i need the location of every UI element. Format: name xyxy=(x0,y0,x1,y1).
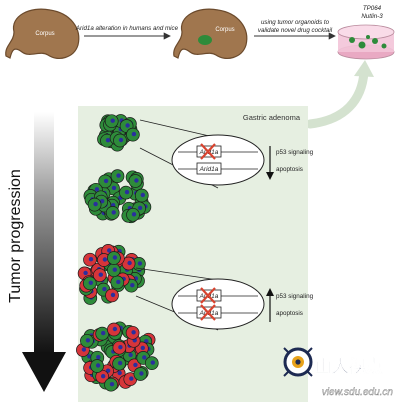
zoom-line xyxy=(135,267,219,281)
cell-cluster-4 xyxy=(76,321,159,392)
cell-nucleus xyxy=(140,192,145,198)
cell-nucleus xyxy=(134,178,139,183)
watermark-url: view.sdu.edu.cn xyxy=(322,387,394,398)
cell-nucleus xyxy=(102,257,108,262)
watermark-chinese: 山大视点 xyxy=(315,356,383,376)
cell-nucleus xyxy=(111,210,116,215)
stomach-label-1: Corpus xyxy=(35,31,54,37)
cell-cluster-3 xyxy=(77,244,146,305)
cell-nucleus xyxy=(96,355,101,360)
lower-effect-1: p53 signaling xyxy=(276,293,314,300)
drug-label-1: TP064 xyxy=(363,5,382,12)
top-arrow-2-label-line2: validate novel drug cocktail xyxy=(258,27,333,34)
cell-nucleus xyxy=(131,131,137,137)
cell-nucleus xyxy=(117,360,123,366)
cell-nucleus xyxy=(103,178,109,184)
lower-inset xyxy=(171,278,265,330)
tumor-progression-arrow xyxy=(22,112,66,392)
panel-title: Gastric adenoma xyxy=(243,113,301,122)
top-arrow-1-label: Arid1a alteration in humans and mice xyxy=(75,25,179,32)
cell-nucleus xyxy=(95,363,101,368)
cell-nucleus xyxy=(133,362,138,368)
stomach-label-2: Corpus xyxy=(215,27,234,33)
tumor-region xyxy=(198,35,212,45)
cell-nucleus xyxy=(110,118,115,123)
cell-nucleus xyxy=(130,283,135,288)
upper-effect-2: apoptosis xyxy=(276,166,303,173)
tumor-progression-label: Tumor progression xyxy=(7,169,24,303)
cell-nucleus xyxy=(88,280,94,285)
cell-nucleus xyxy=(131,330,136,335)
curved-return-arrow xyxy=(305,67,369,129)
upper-effect-1: p53 signaling xyxy=(276,149,314,156)
cell-nucleus xyxy=(112,255,118,260)
cell-nucleus xyxy=(85,338,91,343)
cell-nucleus xyxy=(150,360,155,365)
cell-nucleus xyxy=(94,187,100,192)
upper-inset-gene-2: Arid1a xyxy=(199,166,219,173)
cell-nucleus xyxy=(142,355,147,360)
cell-nucleus xyxy=(110,292,116,298)
cell-nucleus xyxy=(137,205,143,211)
cell-nucleus xyxy=(118,345,123,350)
cell-nucleus xyxy=(81,347,87,352)
cell-nucleus xyxy=(128,352,133,358)
cell-nucleus xyxy=(83,270,88,276)
lower-effect-2: apoptosis xyxy=(276,310,303,317)
cell-nucleus xyxy=(116,173,121,178)
cell-nucleus xyxy=(144,339,149,344)
cell-nucleus xyxy=(125,123,130,128)
cell-nucleus xyxy=(116,279,121,285)
cell-nucleus xyxy=(131,212,137,217)
zoom-line xyxy=(139,119,219,139)
cell-nucleus xyxy=(140,345,145,351)
watermark-logo xyxy=(283,347,313,377)
lower-inset-x-mark-2 xyxy=(200,304,216,321)
top-arrow-2-label-line1: using tumor organoids to xyxy=(261,19,330,26)
cell-nucleus xyxy=(100,199,105,204)
cell-nucleus xyxy=(111,185,117,191)
cell-nucleus xyxy=(127,260,132,266)
cell-nucleus xyxy=(112,326,118,332)
cell-nucleus xyxy=(98,272,104,277)
cell-cluster-1 xyxy=(97,114,140,152)
lower-inset-x-mark-1 xyxy=(200,287,216,304)
cell-nucleus xyxy=(118,137,124,143)
petri-dish xyxy=(337,24,395,60)
cell-cluster-2 xyxy=(83,169,152,224)
cell-nucleus xyxy=(117,370,122,376)
curved-return-arrowhead xyxy=(354,60,374,77)
cell-nucleus xyxy=(87,354,92,359)
upper-inset xyxy=(171,134,265,186)
lower-up-arrow-icon xyxy=(266,288,274,322)
upper-down-arrow-icon xyxy=(266,146,274,180)
stomach-illustration-2 xyxy=(173,8,248,59)
cell-nucleus xyxy=(112,267,118,272)
stomach-illustration-1 xyxy=(5,8,80,59)
cell-nucleus xyxy=(102,286,107,292)
cell-nucleus xyxy=(129,376,134,381)
cell-nucleus xyxy=(109,382,115,387)
cell-nucleus xyxy=(139,371,144,376)
cell-nucleus xyxy=(101,374,106,379)
cell-nucleus xyxy=(105,138,111,143)
cell-nucleus xyxy=(93,201,98,207)
cell-nucleus xyxy=(107,248,112,253)
upper-inset-x-mark xyxy=(200,143,216,160)
cell-nucleus xyxy=(137,261,143,266)
drug-label-2: Nutlin-3 xyxy=(361,13,383,20)
cell-nucleus xyxy=(88,257,94,262)
cell-nucleus xyxy=(124,189,130,195)
cell-nucleus xyxy=(105,368,111,373)
cell-nucleus xyxy=(101,330,106,336)
